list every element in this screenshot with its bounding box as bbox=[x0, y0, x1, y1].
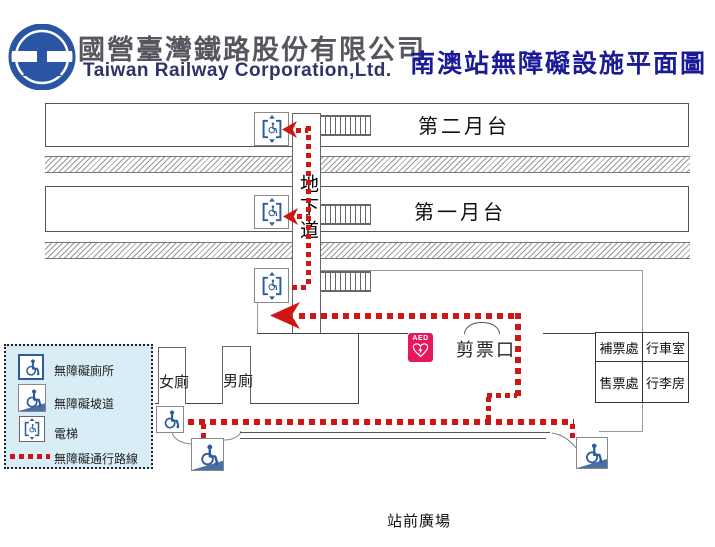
legend-route-line-sample bbox=[10, 454, 50, 459]
route-concourse-horizontal bbox=[299, 313, 519, 319]
concourse-wall-right bbox=[543, 333, 595, 334]
accessible-ramp-icon-east bbox=[576, 437, 608, 469]
legend-label-elevator: 電梯 bbox=[54, 427, 79, 441]
ramp-slope bbox=[192, 460, 223, 470]
concourse-divider bbox=[358, 333, 359, 404]
elevator-icon-concourse bbox=[254, 268, 289, 303]
legend-accessible-toilet-icon bbox=[18, 354, 44, 380]
stairs-concourse bbox=[320, 271, 371, 292]
plaza-edge-line-2 bbox=[240, 438, 546, 439]
ramp-slope bbox=[19, 403, 45, 411]
building-north-wall bbox=[320, 270, 642, 271]
legend-label-route: 無障礙通行路線 bbox=[54, 452, 139, 466]
door-arc-east-entrance bbox=[552, 432, 578, 450]
taiwan-railway-logo bbox=[8, 24, 76, 90]
page-title: 南澳站無障礙設施平面圖 bbox=[410, 50, 708, 78]
concourse-wall-left bbox=[257, 333, 408, 334]
gate-label: 剪票口 bbox=[456, 340, 516, 360]
company-name-en: Taiwan Railway Corporation,Ltd. bbox=[83, 60, 392, 81]
stairs-platform1 bbox=[320, 204, 371, 225]
accessible-ramp-icon-west bbox=[191, 438, 224, 471]
east-exit-wall-v bbox=[642, 403, 643, 432]
gate-arc bbox=[464, 322, 500, 334]
stairs-platform2 bbox=[320, 115, 371, 136]
room-cell-fare-adjustment: 補票處 bbox=[596, 333, 643, 362]
route-underpass-vertical bbox=[306, 126, 311, 287]
company-name-zh: 國營臺灣鐵路股份有限公司 bbox=[78, 35, 426, 65]
legend-label-toilet: 無障礙廁所 bbox=[54, 364, 115, 378]
legend-elevator-icon bbox=[19, 416, 45, 442]
route-stub-platform1 bbox=[297, 214, 308, 219]
womens-toilet-room bbox=[158, 347, 186, 404]
plaza-edge-line-1 bbox=[240, 432, 550, 433]
womens-toilet-label: 女廁 bbox=[159, 374, 190, 391]
platform-1-label: 第一月台 bbox=[414, 202, 506, 224]
mens-toilet-room bbox=[222, 346, 251, 404]
track-2 bbox=[45, 242, 690, 259]
building-west-wall bbox=[257, 301, 258, 333]
track-1 bbox=[45, 156, 690, 173]
room-cell-operation-room: 行車室 bbox=[643, 333, 688, 362]
aed-label: AED bbox=[412, 335, 429, 342]
route-gate-vertical bbox=[515, 313, 521, 396]
concourse-south-wall bbox=[155, 403, 359, 404]
room-cell-luggage-room: 行李房 bbox=[645, 375, 685, 391]
aed-icon: AED bbox=[408, 333, 433, 362]
mens-toilet-label: 男廁 bbox=[223, 373, 254, 390]
legend: 無障礙廁所 無障礙坡道 電梯 無障礙通行路線 bbox=[4, 344, 153, 469]
plaza-label: 站前廣場 bbox=[387, 513, 452, 530]
route-jog-horizontal bbox=[487, 393, 517, 398]
east-exit-wall-h bbox=[599, 431, 642, 432]
route-branch-east-ramp bbox=[570, 424, 575, 439]
route-stub-platform2 bbox=[296, 128, 308, 133]
accessible-toilet-icon-map bbox=[156, 406, 184, 433]
elevator-icon-platform1 bbox=[254, 195, 289, 229]
route-jog-vertical bbox=[486, 397, 491, 422]
route-lobby-horizontal bbox=[188, 419, 574, 425]
building-east-wall bbox=[642, 270, 643, 333]
aed-heart-icon bbox=[412, 343, 429, 358]
rooms-table: 補票處 行車室 售票處 行李房 bbox=[595, 332, 689, 403]
ramp-slope bbox=[577, 459, 607, 468]
route-branch-west-ramp bbox=[201, 424, 206, 440]
legend-label-ramp: 無障礙坡道 bbox=[54, 397, 115, 411]
room-cell-ticket-office: 售票處 bbox=[596, 362, 643, 402]
route-stub-concourse-elevator bbox=[292, 285, 309, 290]
platform-2-label: 第二月台 bbox=[418, 116, 510, 138]
legend-accessible-ramp-icon bbox=[18, 384, 46, 412]
